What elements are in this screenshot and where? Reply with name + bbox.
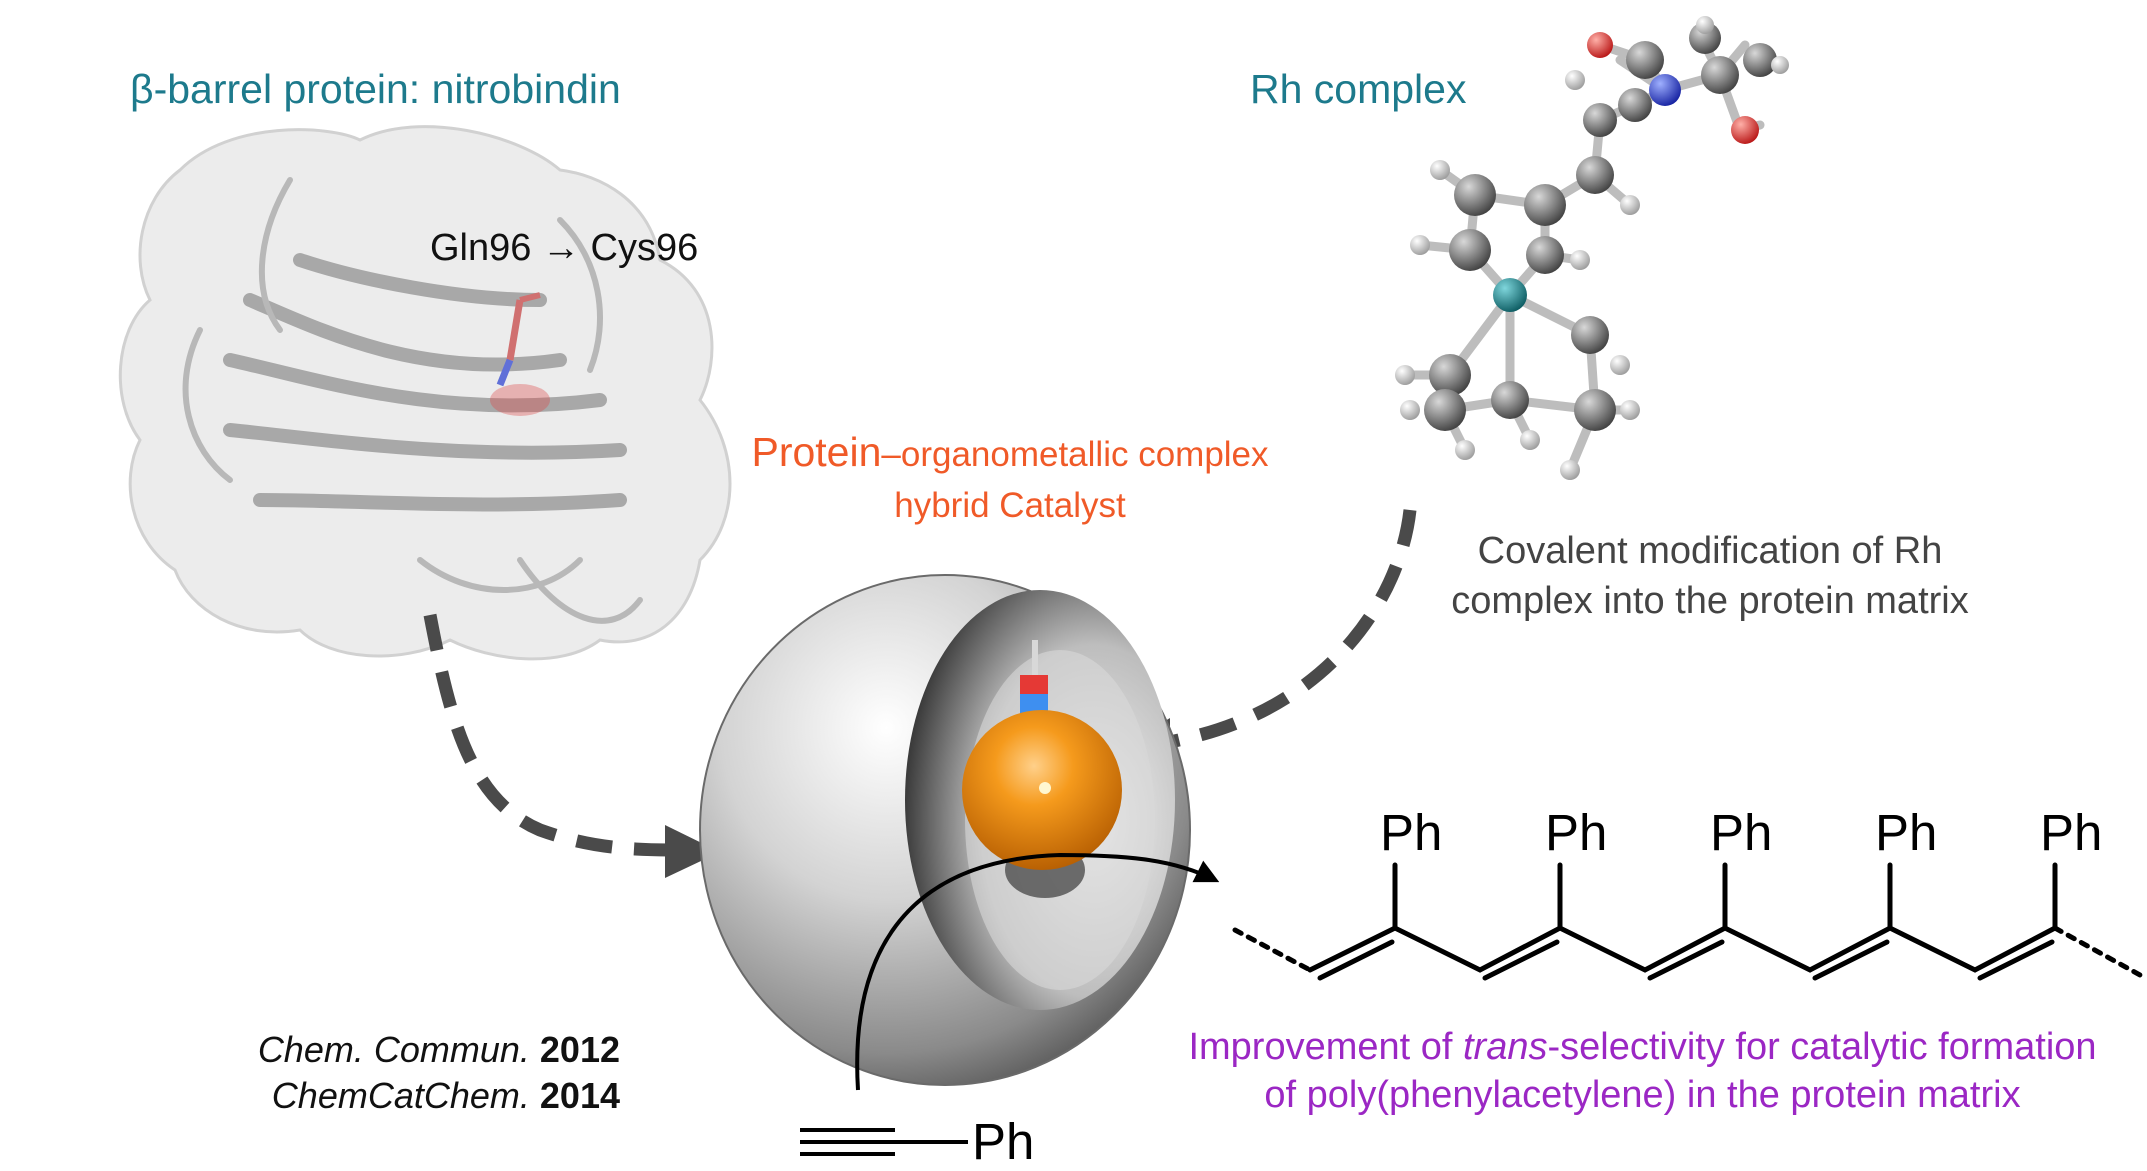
mutation-label: Gln96 → Cys96 bbox=[430, 227, 699, 269]
improvement-label: Improvement of trans-selectivity for cat… bbox=[1140, 1023, 2145, 1119]
cys96-residue bbox=[490, 292, 550, 416]
monomer-ph-label: Ph bbox=[972, 1113, 1035, 1170]
phenylacetylene-monomer bbox=[800, 1128, 968, 1156]
rh-catalyst-sphere bbox=[962, 640, 1122, 870]
covalent-line1: Covalent modification of Rh bbox=[1477, 530, 1943, 572]
hybrid-label-rest: –organometallic complex bbox=[881, 435, 1269, 474]
protein-structure-illustration bbox=[118, 125, 732, 661]
arrow-protein-to-hybrid bbox=[423, 613, 720, 878]
ref2-year: 2014 bbox=[539, 1075, 620, 1116]
rh-complex-molecule bbox=[1395, 16, 1789, 480]
improvement-line2: of poly(phenylacetylene) in the protein … bbox=[1264, 1074, 2021, 1116]
polymer-ph-label-1: Ph bbox=[1380, 804, 1443, 861]
improvement-pre: Improvement of bbox=[1188, 1026, 1463, 1068]
polymer-ph-label-4: Ph bbox=[1875, 804, 1938, 861]
hybrid-catalyst-label: Protein–organometallic complex hybrid Ca… bbox=[720, 430, 1300, 528]
hybrid-catalyst-shell bbox=[699, 574, 1191, 1086]
protein-title: β-barrel protein: nitrobindin bbox=[130, 66, 621, 112]
covalent-modification-label: Covalent modification of Rh complex into… bbox=[1380, 526, 2040, 626]
references: Chem. Commun. 2012 ChemCatChem. 2014 bbox=[150, 1027, 620, 1119]
hybrid-label-line2: hybrid Catalyst bbox=[894, 486, 1126, 525]
polyphenylacetylene-chain bbox=[1232, 862, 2143, 981]
reaction-curved-arrow bbox=[855, 852, 1220, 1091]
polymer-ph-label-2: Ph bbox=[1545, 804, 1608, 861]
ref1-year: 2012 bbox=[539, 1029, 620, 1070]
covalent-line2: complex into the protein matrix bbox=[1451, 580, 1969, 622]
ref1-journal: Chem. Commun. bbox=[257, 1029, 530, 1070]
hybrid-label-protein: Protein bbox=[751, 429, 882, 475]
polymer-ph-label-3: Ph bbox=[1710, 804, 1773, 861]
rh-complex-title: Rh complex bbox=[1250, 66, 1467, 112]
improvement-post: -selectivity for catalytic formation bbox=[1547, 1026, 2097, 1068]
improvement-trans: trans bbox=[1463, 1026, 1548, 1068]
ref2-journal: ChemCatChem. bbox=[271, 1075, 530, 1116]
polymer-ph-label-5: Ph bbox=[2040, 804, 2103, 861]
